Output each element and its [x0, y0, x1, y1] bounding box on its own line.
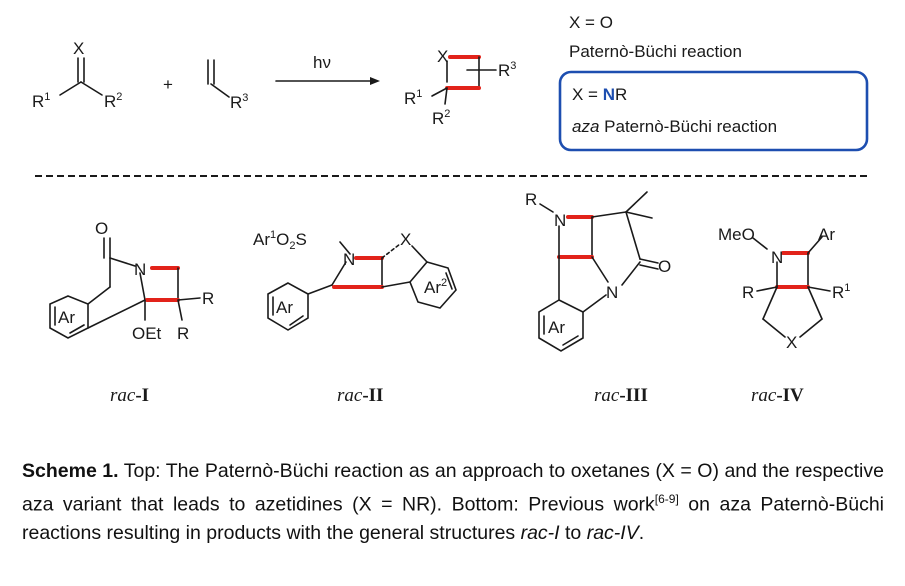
c2-nitrogen: N — [343, 250, 355, 269]
c4-methoxy: MeO — [718, 225, 755, 244]
product-r2-label: R2 — [432, 108, 450, 128]
variant-o-name: Paternò-Büchi reaction — [569, 42, 742, 61]
label-rac-ii: rac-II — [337, 385, 383, 406]
c1-carbonyl-o: O — [95, 219, 108, 238]
caption-text-2: on aza Paternò-Büchi reactions resulting… — [22, 493, 884, 544]
c3-nitrogen: N — [554, 211, 566, 230]
c1-r-substituent-b: R — [177, 324, 189, 343]
compound-rac-i: O N R R OEt Ar — [49, 219, 214, 343]
reactant-x-label: X — [73, 39, 84, 58]
caption-to-structure: rac-IV — [586, 521, 639, 544]
caption-from-structure: rac-I — [520, 521, 560, 544]
label-rac-iv: rac-IV — [751, 385, 804, 406]
c1-ethoxy: OEt — [132, 324, 162, 343]
reactant-r1-label: R1 — [32, 91, 50, 111]
reactant-r3-label: R3 — [230, 92, 248, 112]
c1-nitrogen: N — [134, 260, 146, 279]
caption-text-4: . — [638, 521, 645, 544]
product-r1-label: R1 — [404, 88, 422, 108]
plus-sign: + — [163, 75, 173, 94]
reaction-scheme: X R1 R2 + R3 hν X R3 R1 R2 X = O Paternò… — [32, 13, 869, 406]
variant-n-equation: X = NR — [572, 85, 627, 104]
compound-rac-iii: R N O N Ar — [525, 190, 671, 352]
light-label: hν — [313, 53, 331, 72]
label-rac-i: rac-I — [110, 385, 149, 406]
c2-sulfonyl: Ar1O2S — [253, 229, 307, 252]
reactant-alkene: R3 — [207, 59, 248, 112]
reactant-carbonyl: X R1 R2 — [32, 39, 122, 111]
reactant-r2-label: R2 — [104, 91, 122, 111]
scheme-caption: Scheme 1. Top: The Paternò-Büchi reactio… — [22, 457, 884, 547]
c2-aryl: Ar — [276, 298, 293, 317]
c2-aryl2: Ar2 — [424, 277, 447, 297]
c1-aryl: Ar — [58, 308, 75, 327]
c3-r-substituent: R — [525, 190, 537, 209]
c4-r1-substituent: R1 — [832, 282, 850, 302]
caption-text-1: Top: The Paternò-Büchi reaction as an ap… — [22, 460, 884, 516]
c4-nitrogen: N — [771, 248, 783, 267]
c2-x-label: X — [400, 230, 411, 249]
c4-aryl: Ar — [818, 225, 835, 244]
c4-x-label: X — [786, 333, 797, 352]
product-four-ring: X R3 R1 R2 — [404, 47, 516, 128]
c3-aryl: Ar — [548, 318, 565, 337]
caption-reference: [6-9] — [654, 492, 679, 506]
c1-r-substituent-a: R — [202, 289, 214, 308]
reaction-arrow: hν — [275, 53, 380, 85]
compound-rac-ii: Ar1O2S N X Ar Ar2 — [253, 229, 457, 331]
c3-carbonyl-o: O — [658, 257, 671, 276]
label-rac-iii: rac-III — [594, 385, 648, 406]
c4-r-substituent: R — [742, 283, 754, 302]
product-x-label: X — [437, 47, 448, 66]
compound-rac-iv: MeO N Ar R R1 X — [718, 225, 850, 352]
product-r3-label: R3 — [498, 60, 516, 80]
c3-nitrogen-lactam: N — [606, 283, 618, 302]
variant-o-equation: X = O — [569, 13, 613, 32]
caption-text-3: to — [559, 521, 587, 544]
aza-variant-box — [558, 70, 869, 152]
variant-n-name: aza Paternò-Büchi reaction — [572, 117, 777, 136]
caption-label: Scheme 1. — [22, 460, 119, 482]
